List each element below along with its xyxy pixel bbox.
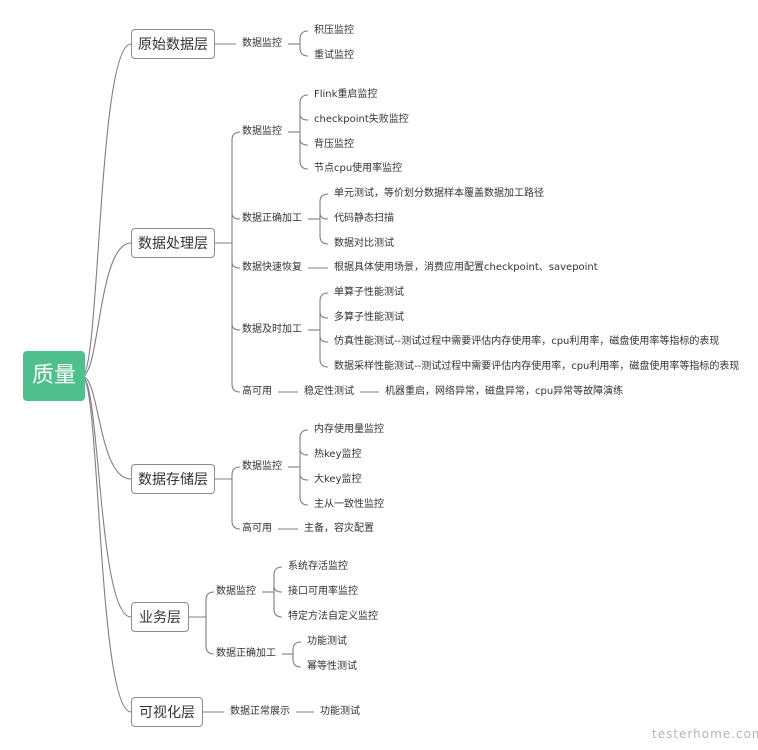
branch-node[interactable]: 可视化层 <box>131 697 203 727</box>
leaf-node[interactable]: 单算子性能测试 <box>334 287 404 298</box>
sub-bracket-tick <box>319 212 329 220</box>
sub-bracket <box>319 292 329 368</box>
branch-bracket <box>231 131 241 393</box>
leaf-node[interactable]: 热key监控 <box>314 449 362 460</box>
sub-bracket <box>292 641 302 668</box>
leaf-node[interactable]: 特定方法自定义监控 <box>288 611 378 622</box>
root-connector <box>81 242 132 377</box>
root-connector <box>81 375 132 713</box>
branch-node[interactable]: 业务层 <box>131 602 189 632</box>
sub-bracket <box>273 566 283 618</box>
sub-bracket-tick <box>273 585 283 593</box>
leaf-node[interactable]: 内存使用量监控 <box>314 424 384 435</box>
sub-node[interactable]: 高可用 <box>242 523 272 534</box>
sub-node[interactable]: 数据正确加工 <box>216 648 276 659</box>
branch-bracket-tick <box>231 261 241 269</box>
sub-bracket-tick <box>299 138 309 146</box>
leaf-node[interactable]: 主从一致性监控 <box>314 499 384 510</box>
leaf-node[interactable]: 仿真性能测试--测试过程中需要评估内存使用率，cpu利用率，磁盘使用率等指标的表… <box>334 336 720 347</box>
branch-bracket-tick <box>231 212 241 220</box>
sub-bracket <box>299 94 309 170</box>
leaf-node[interactable]: 代码静态扫描 <box>334 213 394 224</box>
branch-bracket <box>231 466 241 530</box>
leaf-node[interactable]: 稳定性测试 <box>304 386 354 397</box>
root-node[interactable]: 质量 <box>23 351 85 401</box>
leaf-node[interactable]: 系统存活监控 <box>288 561 348 572</box>
leaf-node[interactable]: 数据采样性能测试--测试过程中需要评估内存使用率，cpu利用率，磁盘使用率等指标… <box>334 361 740 372</box>
branch-bracket <box>205 591 215 655</box>
branch-node[interactable]: 数据处理层 <box>131 228 215 258</box>
leaf-node[interactable]: 功能测试 <box>307 636 347 647</box>
leaf-node[interactable]: 功能测试 <box>320 706 360 717</box>
sub-node[interactable]: 数据监控 <box>242 461 282 472</box>
leaf-node[interactable]: 接口可用率监控 <box>288 586 358 597</box>
leaf-node[interactable]: 根据具体使用场景，消费应用配置checkpoint、savepoint <box>334 262 598 273</box>
sub-node[interactable]: 数据监控 <box>216 586 256 597</box>
leaf-node[interactable]: 大key监控 <box>314 474 362 485</box>
root-connector <box>81 375 132 618</box>
leaf-node[interactable]: 节点cpu使用率监控 <box>314 163 403 174</box>
root-connector <box>81 43 132 377</box>
branch-node[interactable]: 原始数据层 <box>131 29 215 59</box>
sub-bracket-tick <box>319 335 329 343</box>
sub-bracket-tick <box>299 448 309 456</box>
leaf-node[interactable]: 数据对比测试 <box>334 238 394 249</box>
root-connector <box>81 375 132 480</box>
sub-node[interactable]: 数据监控 <box>242 38 282 49</box>
leaf-node[interactable]: 幂等性测试 <box>307 661 357 672</box>
leaf-node[interactable]: Flink重启监控 <box>314 89 378 100</box>
sub-node[interactable]: 数据正常展示 <box>230 706 290 717</box>
sub-bracket-tick <box>299 113 309 121</box>
sub-node[interactable]: 数据正确加工 <box>242 213 302 224</box>
leaf-node[interactable]: checkpoint失败监控 <box>314 114 409 125</box>
sub-node[interactable]: 数据快速恢复 <box>242 262 302 273</box>
sub-node[interactable]: 数据监控 <box>242 126 282 137</box>
leaf-node[interactable]: 积压监控 <box>314 25 354 36</box>
branch-bracket-tick <box>231 323 241 331</box>
watermark: testerhome.com <box>652 727 758 741</box>
sub-bracket-tick <box>319 311 329 319</box>
leaf-node[interactable]: 单元测试，等价划分数据样本覆盖数据加工路径 <box>334 188 544 199</box>
leaf-node[interactable]: 主备，容灾配置 <box>304 523 374 534</box>
sub-node[interactable]: 高可用 <box>242 386 272 397</box>
leaf-node[interactable]: 重试监控 <box>314 50 354 61</box>
sub-bracket-tick <box>299 473 309 481</box>
sub-node[interactable]: 数据及时加工 <box>242 324 302 335</box>
leaf-detail-node[interactable]: 机器重启，网络异常，磁盘异常，cpu异常等故障演练 <box>385 386 624 397</box>
leaf-node[interactable]: 多算子性能测试 <box>334 312 404 323</box>
sub-bracket <box>299 30 309 57</box>
sub-bracket <box>299 429 309 506</box>
branch-node[interactable]: 数据存储层 <box>131 464 215 494</box>
leaf-node[interactable]: 背压监控 <box>314 139 354 150</box>
sub-bracket <box>319 193 329 245</box>
